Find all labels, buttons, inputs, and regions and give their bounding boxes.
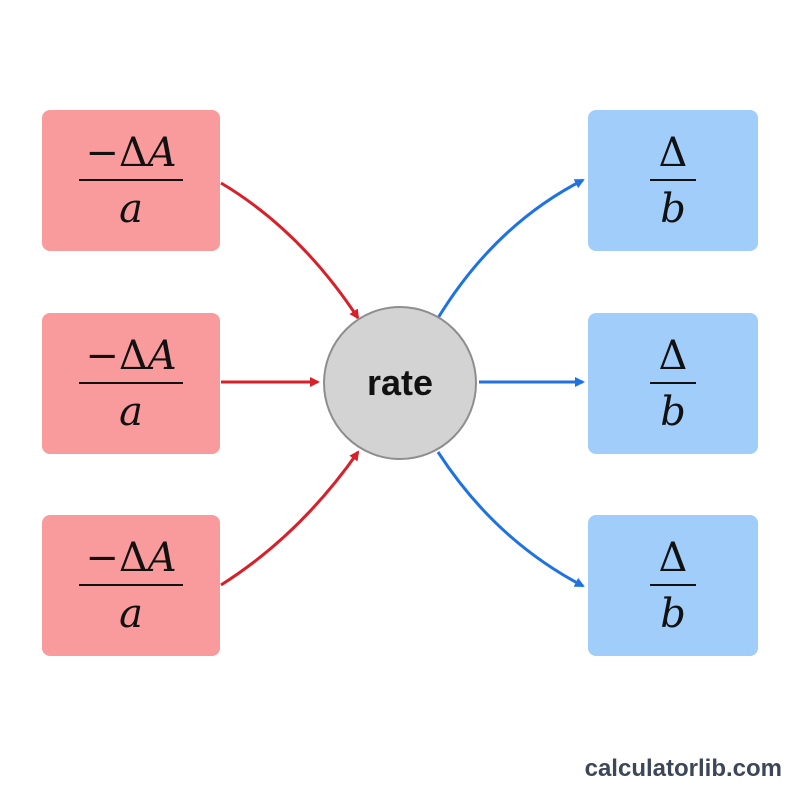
arrow-rate-to-product-1 (436, 178, 585, 319)
fraction-numerator: Δ (659, 131, 688, 175)
product-box-3: Δ b (588, 515, 758, 656)
minus-sign: − (85, 534, 119, 581)
product-fraction: Δ b (650, 131, 696, 231)
fraction-denominator: b (660, 388, 686, 435)
reactant-box-3: −ΔA a (42, 515, 220, 656)
fraction-numerator: −ΔA (85, 334, 176, 378)
variable-A: A (147, 129, 177, 176)
delta-symbol: Δ (118, 332, 148, 379)
delta-symbol: Δ (658, 129, 688, 176)
fraction-denominator: a (119, 590, 143, 637)
arrow-reactant-3-to-rate (220, 450, 360, 587)
delta-symbol: Δ (658, 332, 688, 379)
fraction-bar (650, 381, 696, 384)
reactant-fraction: −ΔA a (79, 536, 183, 636)
delta-symbol: Δ (658, 534, 688, 581)
product-box-1: Δ b (588, 110, 758, 251)
rate-label: rate (366, 362, 434, 403)
minus-sign: − (85, 129, 119, 176)
fraction-numerator: −ΔA (85, 536, 176, 580)
fraction-bar (650, 178, 696, 181)
arrow-reactant-1-to-rate (220, 181, 360, 320)
watermark: calculatorlib.com (584, 755, 782, 782)
product-fraction: Δ b (650, 536, 696, 636)
reactant-fraction: −ΔA a (79, 131, 183, 231)
variable-A: A (147, 534, 177, 581)
arrow-rate-to-product-3 (436, 451, 585, 588)
product-fraction: Δ b (650, 334, 696, 434)
fraction-bar (79, 178, 183, 181)
fraction-denominator: a (119, 388, 143, 435)
fraction-denominator: b (660, 590, 686, 637)
fraction-bar (79, 381, 183, 384)
rate-node: rate (323, 306, 477, 460)
reactant-box-1: −ΔA a (42, 110, 220, 251)
minus-sign: − (85, 332, 119, 379)
product-box-2: Δ b (588, 313, 758, 454)
fraction-denominator: a (119, 185, 143, 232)
variable-A: A (147, 332, 177, 379)
fraction-denominator: b (660, 185, 686, 232)
fraction-bar (79, 583, 183, 586)
fraction-numerator: −ΔA (85, 131, 176, 175)
reactant-fraction: −ΔA a (79, 334, 183, 434)
fraction-numerator: Δ (659, 334, 688, 378)
delta-symbol: Δ (118, 129, 148, 176)
delta-symbol: Δ (118, 534, 148, 581)
fraction-numerator: Δ (659, 536, 688, 580)
fraction-bar (650, 583, 696, 586)
reactant-box-2: −ΔA a (42, 313, 220, 454)
